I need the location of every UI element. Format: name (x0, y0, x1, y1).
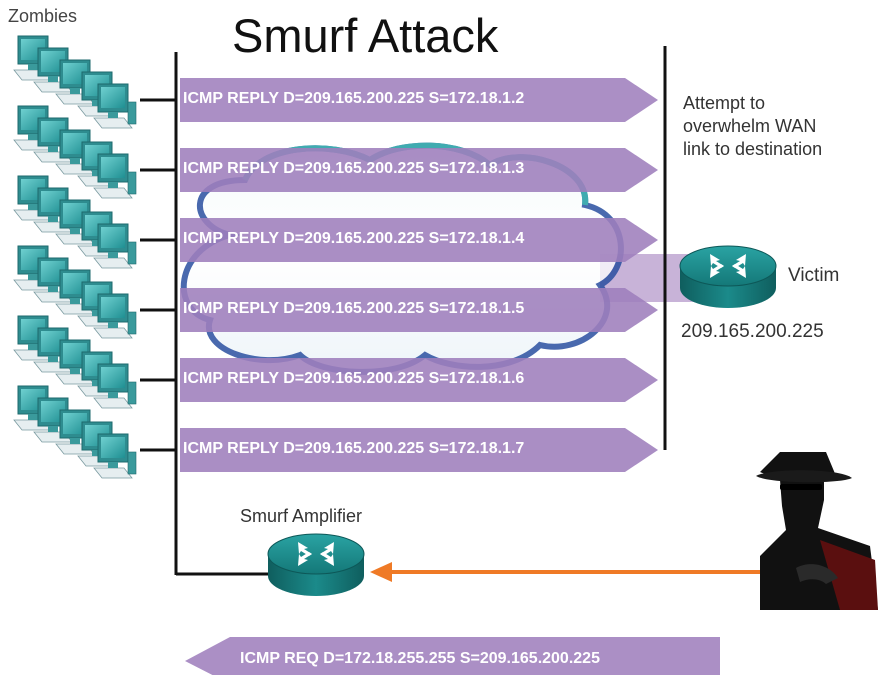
reply-arrow-6 (180, 428, 658, 472)
zombie-bus (140, 52, 272, 576)
victim-label: Victim (788, 265, 840, 286)
reply-arrows (180, 78, 658, 472)
reply-label-5: ICMP REPLY D=209.165.200.225 S=172.18.1.… (183, 370, 525, 387)
request-label: ICMP REQ D=172.18.255.255 S=209.165.200.… (240, 650, 600, 667)
reply-arrow-4 (180, 288, 658, 332)
reply-label-6: ICMP REPLY D=209.165.200.225 S=172.18.1.… (183, 440, 525, 457)
amplifier-router-icon (267, 533, 365, 597)
victim-ip: 209.165.200.225 (681, 321, 824, 342)
attempt-line-1: Attempt to (683, 93, 766, 113)
reply-label-2: ICMP REPLY D=209.165.200.225 S=172.18.1.… (183, 160, 525, 177)
reply-arrow-1 (180, 78, 658, 122)
reply-label-4: ICMP REPLY D=209.165.200.225 S=172.18.1.… (183, 300, 525, 317)
reply-label-1: ICMP REPLY D=209.165.200.225 S=172.18.1.… (183, 90, 525, 107)
reply-arrow-2 (180, 148, 658, 192)
page-title: Smurf Attack (232, 9, 499, 62)
zombie-computers (13, 35, 137, 479)
attempt-line-3: link to destination (683, 139, 823, 159)
attempt-line-2: overwhelm WAN (683, 116, 817, 136)
reply-label-3: ICMP REPLY D=209.165.200.225 S=172.18.1.… (183, 230, 525, 247)
zombies-label: Zombies (8, 6, 78, 26)
attack-arrow (370, 562, 790, 582)
attempt-text: Attempt to overwhelm WAN link to destina… (683, 92, 822, 161)
request-arrow (185, 637, 720, 680)
amplifier-label: Smurf Amplifier (240, 506, 363, 526)
victim-router-icon (679, 245, 777, 309)
reply-arrow-3 (180, 218, 658, 262)
reply-arrow-5 (180, 358, 658, 402)
attacker-icon (756, 452, 878, 610)
